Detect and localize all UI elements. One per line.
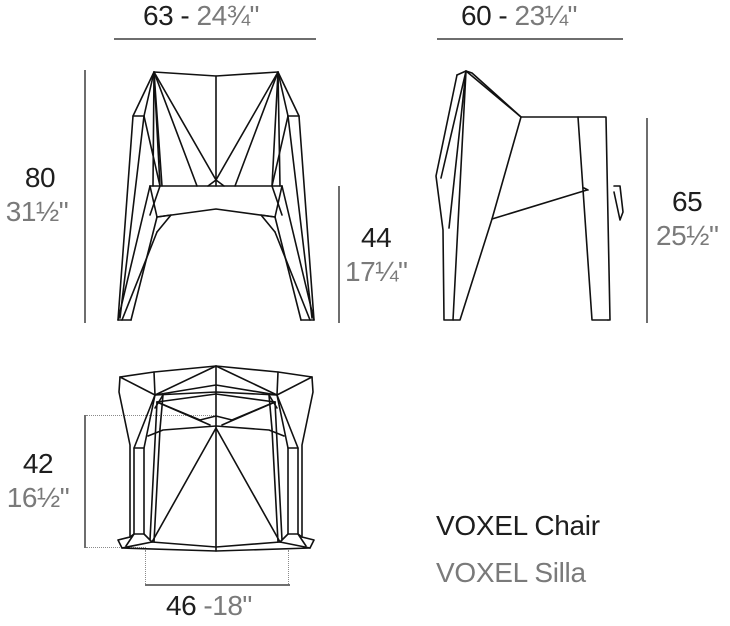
seat-height-metric: 44 <box>361 222 392 253</box>
seat-width-separator: - <box>196 590 213 621</box>
seat-width-label: 46 -18" <box>166 592 252 620</box>
armrest-height-metric: 65 <box>672 186 703 217</box>
total-height-label: 80 31½" <box>0 164 80 226</box>
seat-height-dimension-line <box>338 186 340 323</box>
seat-height-imperial: 17¼" <box>345 256 408 287</box>
seat-width-imperial: 18" <box>212 590 252 621</box>
front-width-dimension-line <box>114 38 316 40</box>
side-depth-metric: 60 <box>461 0 492 31</box>
front-width-separator: - <box>173 0 197 31</box>
seat-depth-label: 42 16½" <box>0 450 80 512</box>
seat-width-left-extension <box>145 550 146 584</box>
armrest-height-imperial: 25½" <box>656 220 719 251</box>
seat-depth-dimension-line <box>84 415 86 548</box>
total-height-metric: 80 <box>24 162 56 193</box>
front-width-imperial: 24¾" <box>196 0 260 31</box>
total-height-dimension-line <box>84 70 86 323</box>
side-depth-separator: - <box>491 0 515 31</box>
seat-width-metric: 46 <box>166 590 197 621</box>
side-depth-label: 60 - 23¼" <box>461 2 577 30</box>
front-width-label: 63 - 24¾" <box>143 2 259 30</box>
seat-depth-metric: 42 <box>22 448 54 479</box>
seat-width-right-extension <box>288 550 289 584</box>
side-depth-dimension-line <box>437 38 623 40</box>
total-height-imperial: 31½" <box>5 196 69 227</box>
seat-depth-bottom-extension <box>86 547 146 548</box>
side-depth-imperial: 23¼" <box>514 0 578 31</box>
product-name-english: VOXEL Chair <box>436 510 600 541</box>
product-name-spanish: VOXEL Silla <box>436 557 586 588</box>
seat-width-dimension-line <box>145 584 290 586</box>
armrest-height-dimension-line <box>646 118 648 323</box>
armrest-height-label: 65 25½" <box>656 186 719 251</box>
front-width-metric: 63 <box>143 0 174 31</box>
seat-depth-imperial: 16½" <box>6 482 70 513</box>
seat-height-label: 44 17¼" <box>345 222 408 287</box>
